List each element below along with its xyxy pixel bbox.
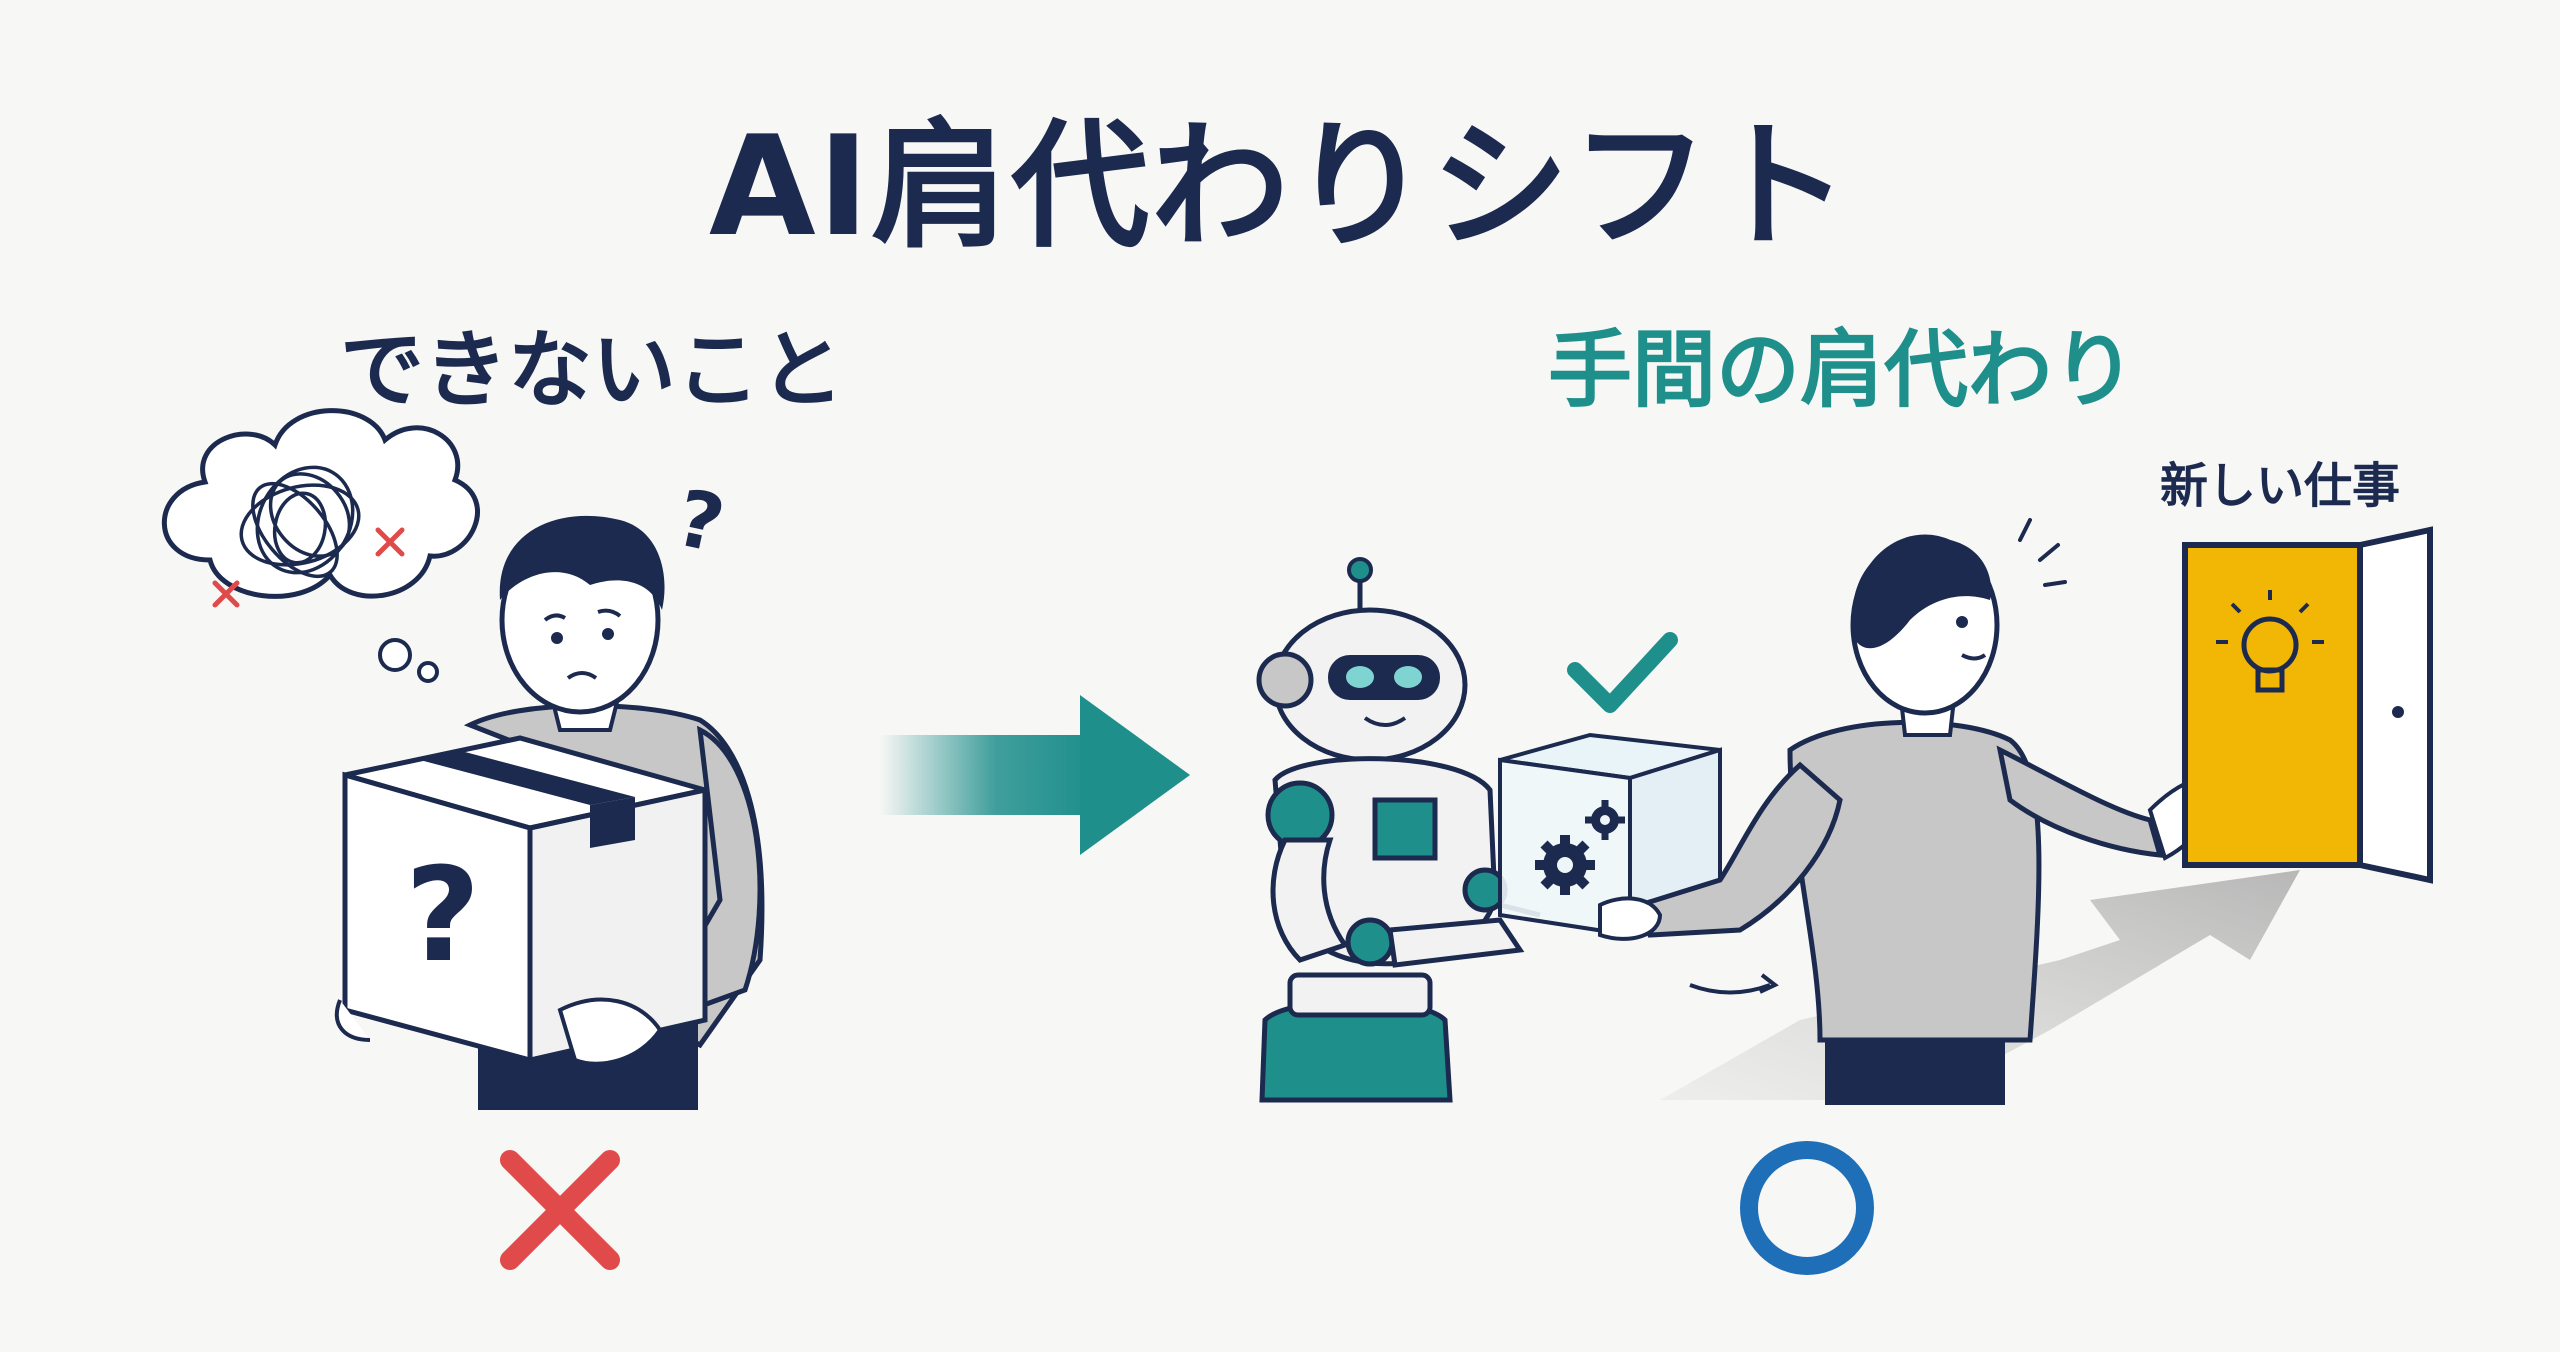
right-heading: 手間の肩代わり	[1548, 321, 2137, 419]
gears-icon	[1535, 800, 1625, 895]
open-door	[2182, 526, 2433, 884]
question-mark-icon: ?	[669, 473, 732, 570]
thought-bubble	[161, 408, 480, 683]
man-moving-forward	[1598, 518, 2223, 1105]
lightbulb-icon	[2216, 590, 2324, 693]
page-title: AI肩代わりシフト	[708, 106, 1852, 267]
robot	[1256, 557, 1541, 1103]
small-cross-icon	[212, 527, 405, 608]
check-icon	[1567, 632, 1678, 713]
mystery-box: ?	[334, 735, 708, 1066]
tangle-scribble	[239, 465, 361, 579]
right-arrow-icon	[880, 695, 1190, 855]
door-label: 新しい仕事	[2160, 458, 2401, 514]
glass-box	[1498, 732, 1722, 938]
svg-text:?: ?	[405, 839, 480, 991]
cross-mark-icon	[500, 1150, 620, 1270]
circle-mark-icon	[1740, 1141, 1874, 1275]
left-heading: できないこと	[340, 321, 845, 419]
svg-text:?: ?	[669, 473, 732, 570]
